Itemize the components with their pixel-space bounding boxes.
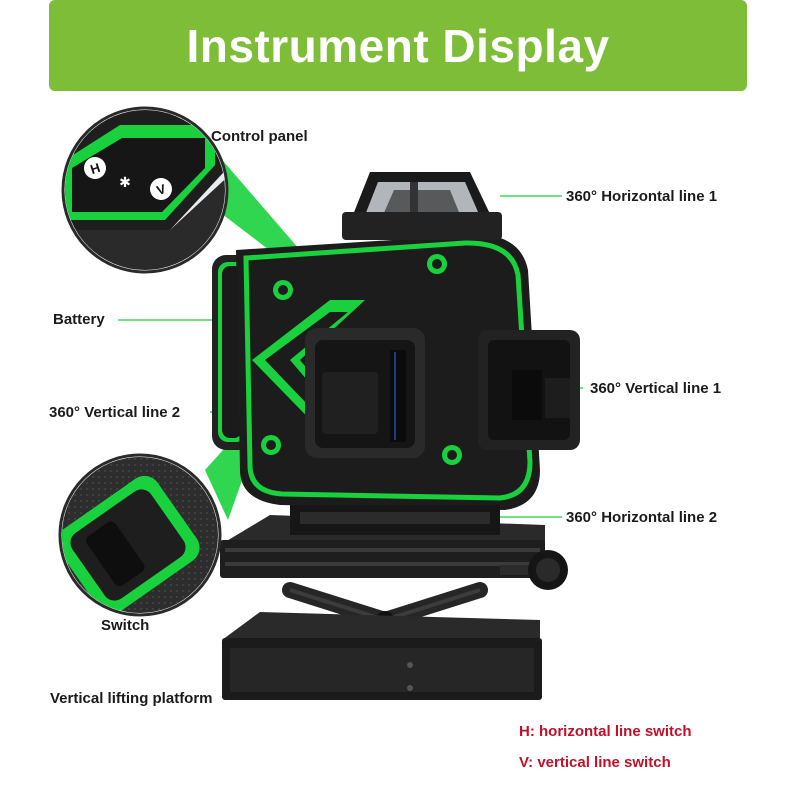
title-banner: Instrument Display [49, 0, 747, 91]
legend-h: H: horizontal line switch [519, 723, 692, 740]
label-horizontal-line-1: 360° Horizontal line 1 [566, 188, 718, 205]
page-title: Instrument Display [186, 19, 610, 72]
v-button-label: V [154, 180, 168, 198]
label-vertical-line-1: 360° Vertical line 1 [590, 380, 722, 397]
label-battery: Battery [53, 311, 105, 328]
control-panel-inset [61, 106, 229, 274]
laser-body [212, 172, 580, 535]
lifting-platform [220, 515, 568, 700]
label-control-panel: Control panel [211, 128, 308, 145]
label-vertical-line-2: 360° Vertical line 2 [49, 404, 181, 421]
label-switch: Switch [101, 617, 150, 634]
label-horizontal-line-2: 360° Horizontal line 2 [566, 509, 718, 526]
switch-inset [58, 453, 222, 617]
label-platform: Vertical lifting platform [50, 690, 213, 707]
h-button-label: H [88, 159, 102, 177]
switch-zoom-cone [205, 440, 250, 520]
sun-icon[interactable]: ✱ [119, 173, 131, 190]
legend-v: V: vertical line switch [519, 754, 671, 771]
